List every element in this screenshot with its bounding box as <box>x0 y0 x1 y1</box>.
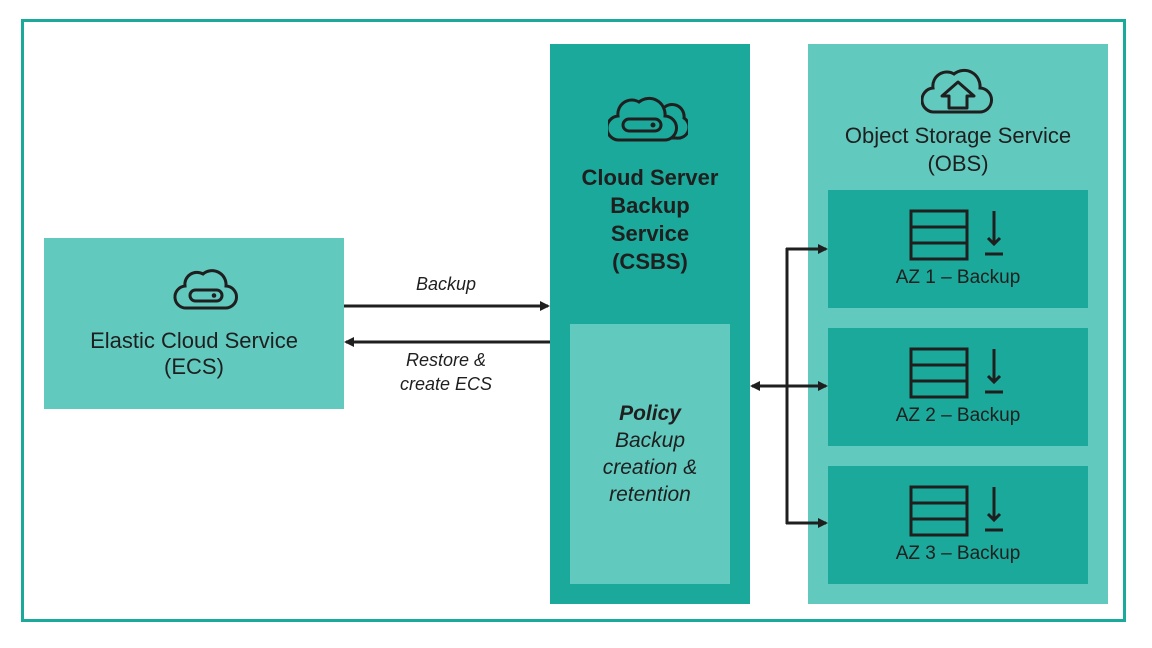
csbs-title-line3: Service <box>610 221 690 246</box>
csbs-title-line1: Cloud Server <box>581 165 719 190</box>
az2-label: AZ 2 – Backup <box>895 405 1021 426</box>
restore-label-line1: Restore & <box>405 350 487 370</box>
server-cloud-icon <box>173 269 238 310</box>
obs-title: Object Storage Service (OBS) <box>808 122 1108 178</box>
server-cloud-icon <box>608 96 688 142</box>
csbs-box: Cloud Server Backup Service (CSBS) Polic… <box>550 44 750 604</box>
diagram-frame <box>21 19 1126 622</box>
storage-download-icon <box>909 209 1003 261</box>
policy-desc-line1: Backup <box>614 429 686 452</box>
az1-label: AZ 1 – Backup <box>895 267 1021 288</box>
storage-download-icon <box>909 485 1003 537</box>
restore-label-line2: create ECS <box>399 374 493 394</box>
csbs-title-line4: (CSBS) <box>612 249 688 274</box>
obs-title-line1: Object Storage Service <box>844 123 1072 148</box>
policy-box: Policy Backup creation & retention <box>570 324 730 584</box>
policy-desc-line2: creation & <box>602 456 698 479</box>
csbs-title-line2: Backup <box>610 193 690 218</box>
cloud-upload-icon <box>921 68 993 114</box>
csbs-title: Cloud Server Backup Service (CSBS) <box>550 164 750 276</box>
policy-desc-line3: retention <box>609 483 691 506</box>
restore-label: Restore & create ECS <box>376 348 516 396</box>
policy-title: Policy <box>619 402 681 425</box>
obs-box: Object Storage Service (OBS) AZ 1 – Back… <box>808 44 1108 604</box>
storage-download-icon <box>909 347 1003 399</box>
az3-label: AZ 3 – Backup <box>895 543 1021 564</box>
ecs-title-line1: Elastic Cloud Service <box>90 328 298 353</box>
az2-box: AZ 2 – Backup <box>828 328 1088 446</box>
az1-box: AZ 1 – Backup <box>828 190 1088 308</box>
ecs-title: Elastic Cloud Service (ECS) <box>44 328 344 380</box>
obs-title-line2: (OBS) <box>927 151 989 176</box>
ecs-box: Elastic Cloud Service (ECS) <box>44 238 344 409</box>
az3-box: AZ 3 – Backup <box>828 466 1088 584</box>
policy-description: Backup creation & retention <box>570 427 730 508</box>
backup-label: Backup <box>415 274 477 294</box>
ecs-title-line2: (ECS) <box>164 354 224 379</box>
